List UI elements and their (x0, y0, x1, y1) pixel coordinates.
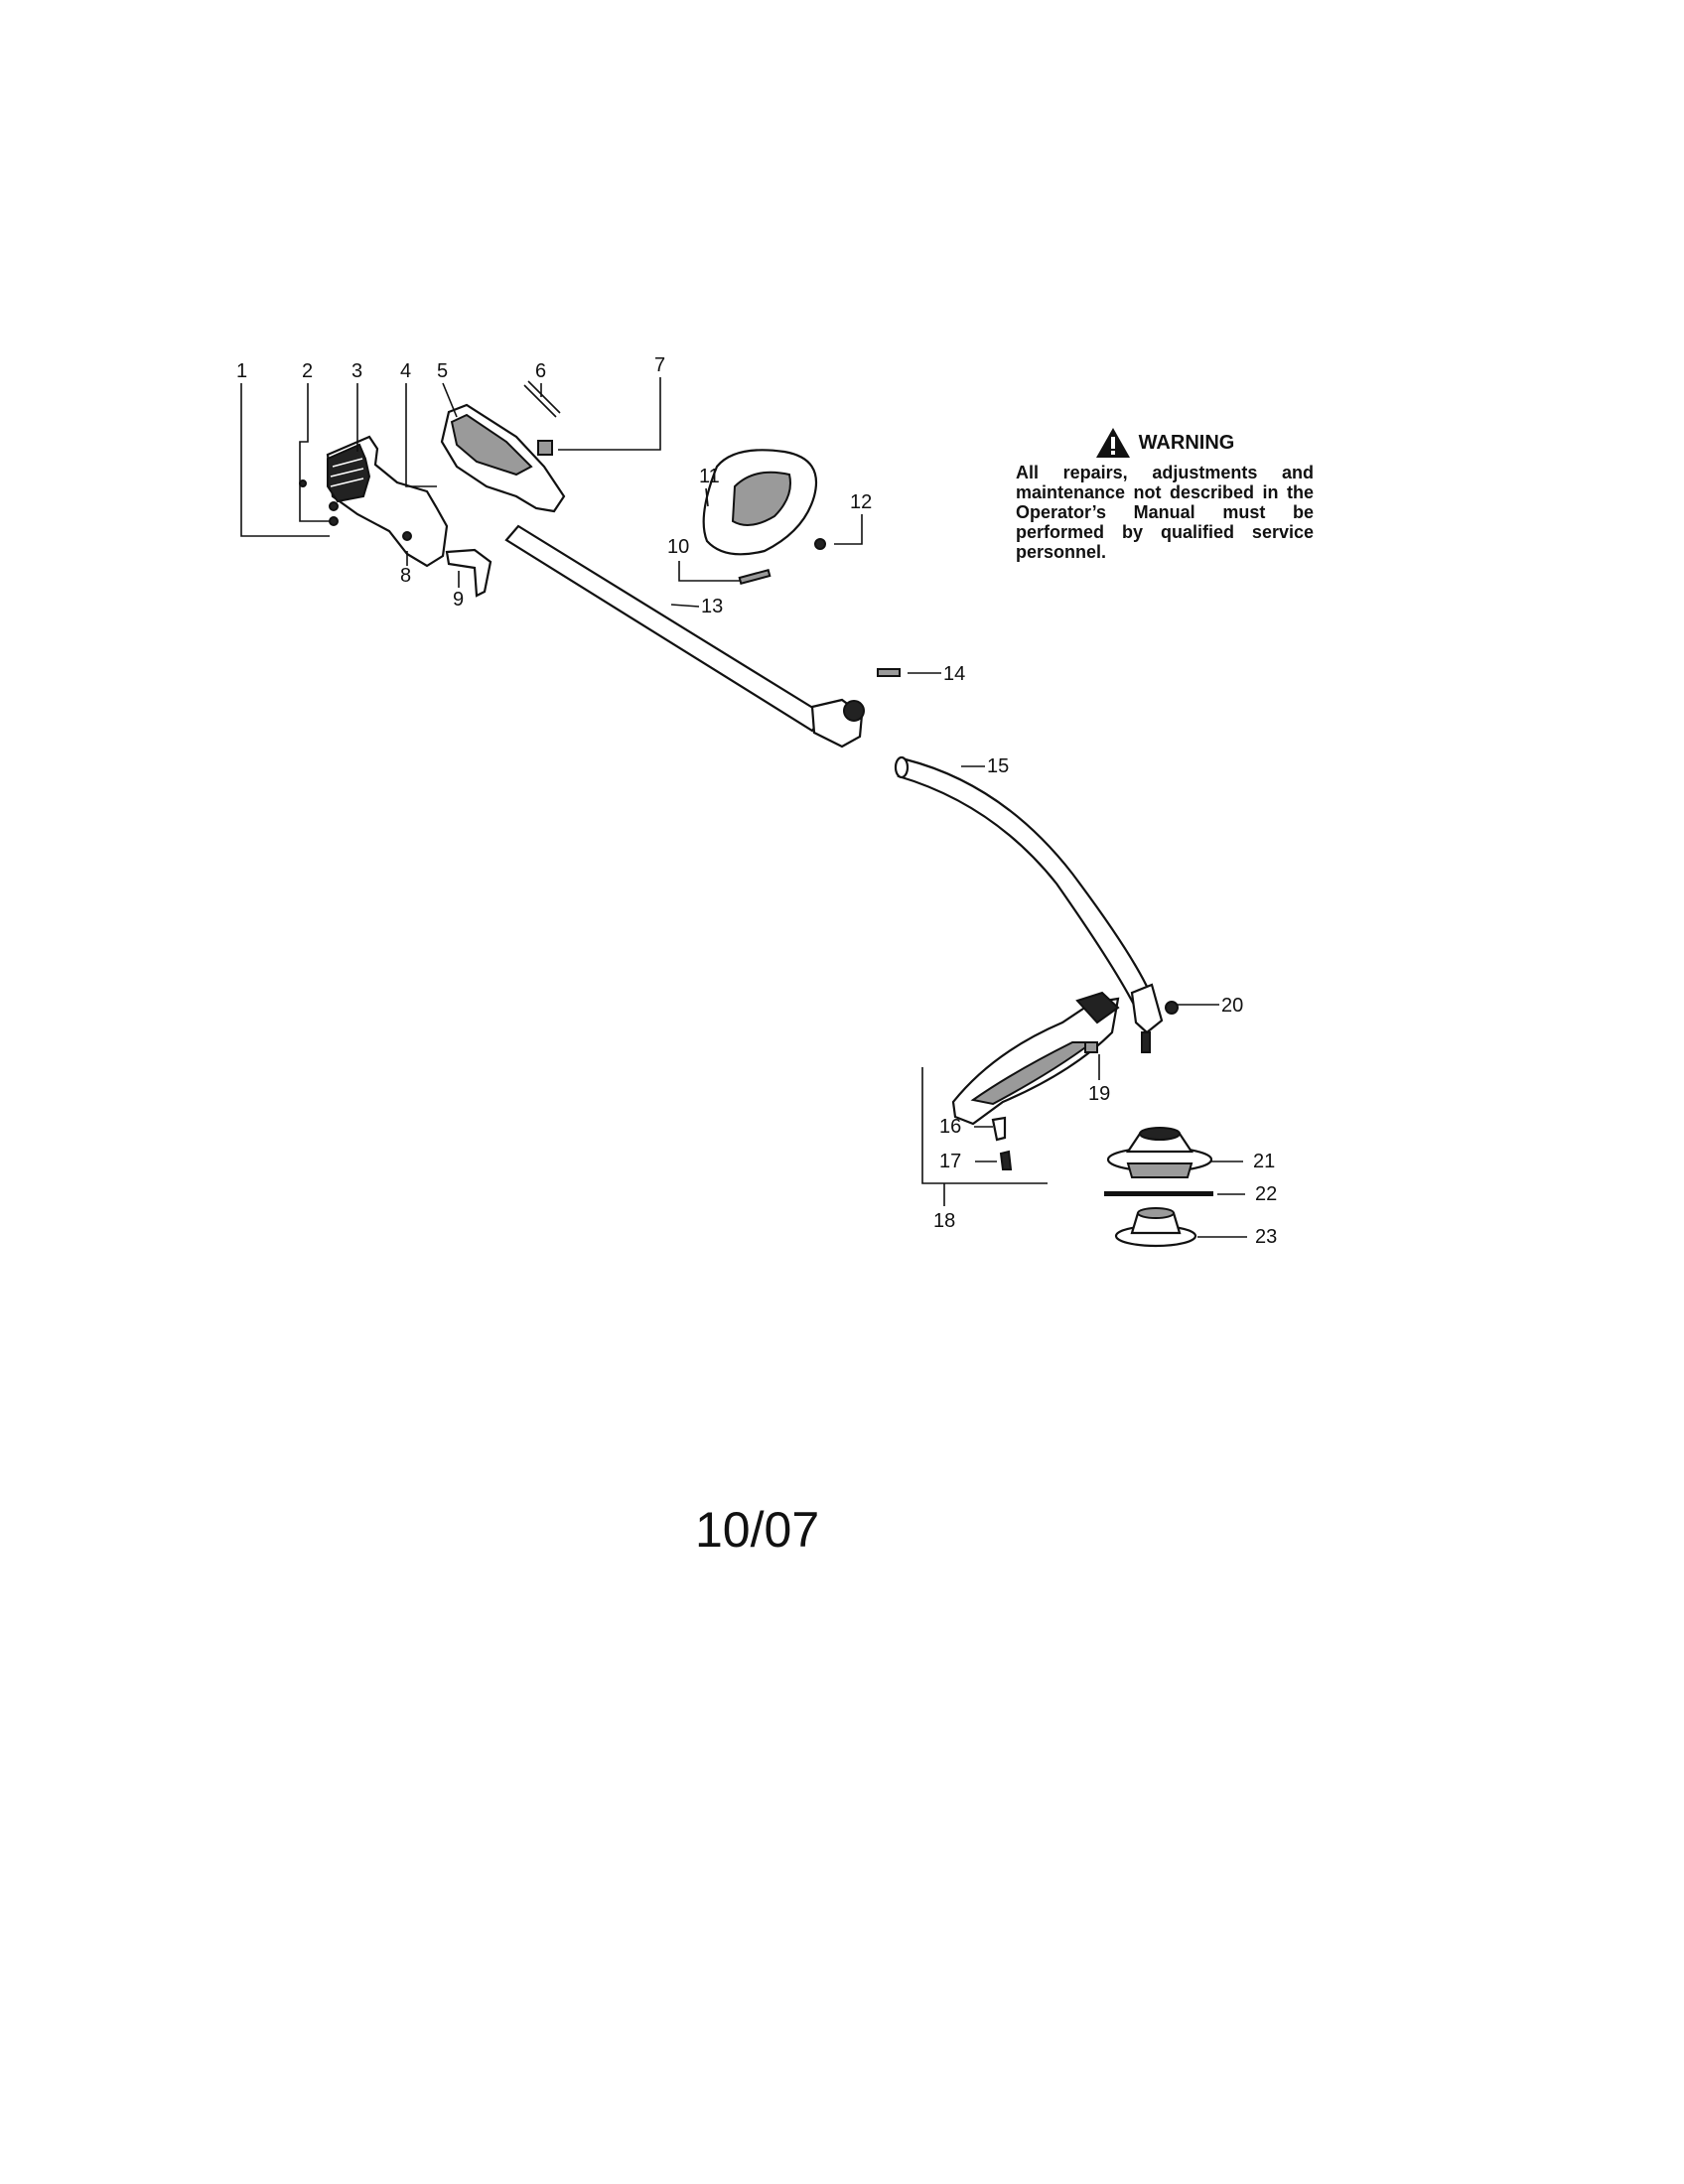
callout-1: 1 (236, 360, 247, 382)
callout-3: 3 (351, 360, 362, 382)
callout-4: 4 (400, 360, 411, 382)
warning-triangle-icon (1095, 428, 1130, 458)
date-stamp: 10/07 (695, 1502, 820, 1558)
spring (523, 380, 561, 418)
warning-notice: WARNING All repairs, adjustments and mai… (1016, 427, 1314, 562)
guard-screws (738, 538, 826, 586)
upper-shaft (504, 524, 865, 749)
throttle-trigger (445, 548, 492, 598)
warning-title: WARNING (1138, 431, 1235, 454)
callout-16: 16 (939, 1116, 961, 1138)
handle-housing-left (326, 435, 449, 568)
guard-parts (991, 1001, 1179, 1170)
callout-22: 22 (1255, 1183, 1277, 1205)
callout-9: 9 (453, 589, 464, 611)
callout-21: 21 (1253, 1151, 1275, 1172)
callout-11: 11 (699, 466, 720, 487)
callout-2: 2 (302, 360, 313, 382)
callout-5: 5 (437, 360, 448, 382)
callout-12: 12 (850, 491, 872, 513)
bushing (537, 440, 553, 456)
hand-guard (702, 449, 818, 556)
callout-15: 15 (987, 755, 1009, 777)
warning-header: WARNING (1016, 427, 1314, 459)
trimmer-guard (951, 991, 1120, 1126)
coupler-screw (877, 668, 901, 677)
callout-19: 19 (1088, 1083, 1110, 1105)
lower-curved-shaft (894, 755, 1164, 1053)
callout-7: 7 (654, 354, 665, 376)
callout-23: 23 (1255, 1226, 1277, 1248)
trimmer-line (1104, 1191, 1213, 1196)
spool-hub (1106, 1127, 1213, 1178)
callout-14: 14 (943, 663, 965, 685)
callout-13: 13 (701, 596, 723, 617)
callout-17: 17 (939, 1151, 961, 1172)
callout-20: 20 (1221, 995, 1243, 1017)
callout-18: 18 (933, 1210, 955, 1232)
callout-8: 8 (400, 565, 411, 587)
callout-6: 6 (535, 360, 546, 382)
callout-10: 10 (667, 536, 689, 558)
spool-cap (1114, 1207, 1197, 1248)
handle-housing-right (440, 403, 566, 513)
warning-text: All repairs, adjustments and maintenance… (1016, 463, 1314, 562)
leader-lines (240, 377, 1247, 1238)
